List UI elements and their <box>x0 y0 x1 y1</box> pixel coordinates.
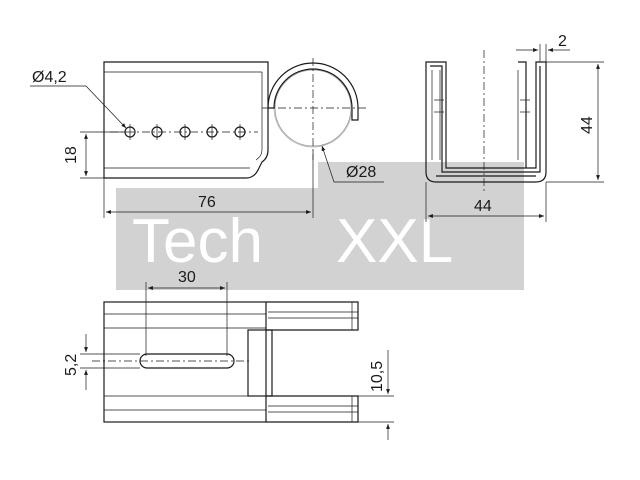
dim-hole-diameter: Ø4,2 <box>32 69 67 86</box>
side-dimensions: 2 44 44 <box>425 33 604 222</box>
dim-tube-diameter: Ø28 <box>346 164 376 181</box>
front-dimensions: Ø4,2 18 76 Ø28 <box>30 69 384 218</box>
slot <box>139 353 235 369</box>
watermark-box-left <box>116 188 318 290</box>
watermark-xxl: XXL <box>336 207 453 276</box>
dim-height-18: 18 <box>63 146 80 164</box>
top-view <box>92 301 359 423</box>
dim-width-44: 44 <box>474 198 492 215</box>
dim-height-44: 44 <box>579 116 596 134</box>
dim-offset-10-5: 10,5 <box>369 361 386 392</box>
watermark: Tech XXL <box>116 162 524 290</box>
dim-wall-2: 2 <box>558 33 567 50</box>
top-dimensions: 30 5,2 10,5 <box>63 269 394 440</box>
watermark-tech: Tech <box>132 207 263 276</box>
dim-length-76: 76 <box>198 194 216 211</box>
front-view <box>103 58 366 179</box>
hole-row <box>110 124 258 140</box>
watermark-box-right <box>318 162 524 290</box>
dim-slot-width: 5,2 <box>63 354 80 376</box>
side-view <box>425 50 547 192</box>
dim-slot-length: 30 <box>178 269 196 286</box>
